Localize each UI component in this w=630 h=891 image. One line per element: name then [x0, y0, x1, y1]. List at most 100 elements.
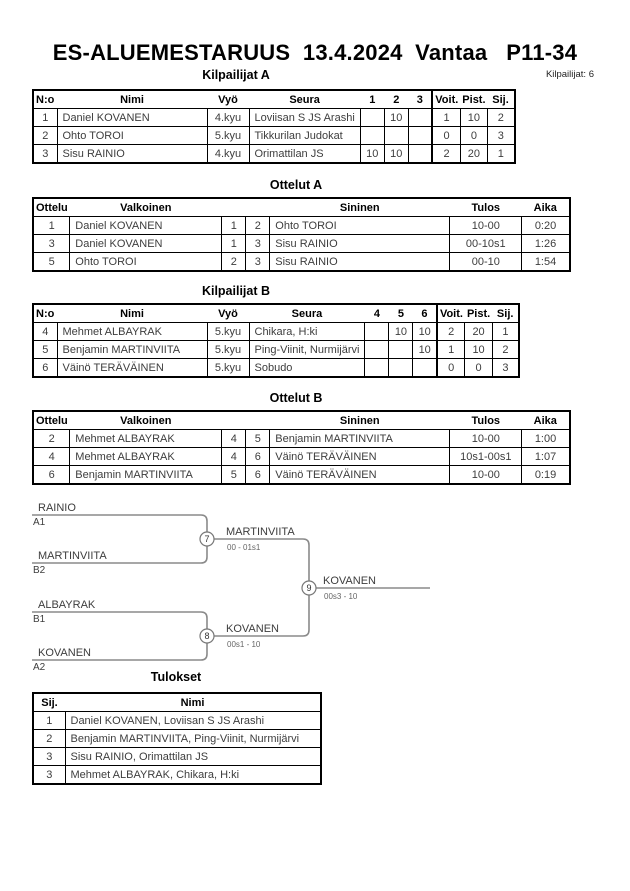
- column-header: [221, 198, 246, 217]
- match-8-winner-name: KOVANEN: [226, 623, 279, 635]
- cell: 2: [435, 322, 466, 341]
- cell: [388, 340, 414, 359]
- bracket-slot-code: A2: [33, 662, 46, 673]
- section-heading-pool-a: Kilpailijat A: [202, 68, 270, 82]
- cell: [407, 108, 433, 127]
- cell: [359, 126, 385, 145]
- cell: 5.kyu: [206, 126, 250, 145]
- cell: 1: [431, 108, 461, 127]
- cell: 5.kyu: [206, 358, 250, 378]
- section-heading-matches-a: Ottelut A: [269, 178, 323, 192]
- cell: 1: [32, 711, 66, 730]
- cell: Daniel KOVANEN: [69, 216, 223, 235]
- cell: 5: [32, 340, 58, 359]
- header-row: Sij.Nimi: [33, 693, 321, 712]
- section-heading-results: Tulokset: [150, 670, 202, 684]
- bracket-slot-name: MARTINVIITA: [38, 550, 107, 562]
- cell: Mehmet ALBAYRAK: [69, 429, 223, 448]
- cell: Orimattilan JS: [248, 144, 361, 164]
- column-header: 6: [412, 304, 437, 323]
- column-header: N:o: [33, 90, 57, 109]
- column-header: Seura: [249, 90, 361, 109]
- cell: 5: [245, 429, 271, 448]
- cell: 10-00: [449, 216, 523, 235]
- cell: [407, 126, 433, 145]
- cell: Benjamin MARTINVIITA, Ping-Viinit, Nurmi…: [64, 729, 322, 748]
- competitors-count-label: Kilpailijat: 6: [545, 69, 594, 80]
- page-title: ES-ALUEMESTARUUS 13.4.2024 Vantaa P11-34: [52, 40, 578, 65]
- cell: 3: [245, 252, 271, 272]
- column-header: Pist.: [460, 90, 488, 109]
- column-header: 5: [388, 304, 413, 323]
- cell: 0: [435, 358, 466, 378]
- cell: 10-00: [449, 429, 523, 448]
- match-8-circle: [199, 628, 215, 644]
- bracket-line-winner-8: [214, 595, 310, 637]
- match-9-winner-name: KOVANEN: [323, 575, 376, 587]
- cell: 10: [459, 108, 489, 127]
- cell: 3: [487, 126, 516, 145]
- match-9-number: 9: [306, 583, 311, 593]
- column-header: [221, 411, 246, 430]
- column-header: 1: [360, 90, 385, 109]
- column-header: N:o: [33, 304, 57, 323]
- column-header: Sininen: [269, 411, 450, 430]
- column-header: Sij.: [33, 693, 65, 712]
- cell: Ohto TOROI: [56, 126, 208, 145]
- cell: 6: [245, 465, 271, 485]
- cell: 2: [491, 340, 520, 359]
- cell: Sisu RAINIO: [269, 234, 451, 253]
- column-header: Tulos: [449, 198, 522, 217]
- bracket-line-slot-a2: [32, 643, 208, 661]
- cell: Mehmet ALBAYRAK: [69, 447, 223, 466]
- cell: Benjamin MARTINVIITA: [269, 429, 451, 448]
- match-9-score: 00s3 - 10: [324, 592, 358, 601]
- cell: Väinö TERÄVÄINEN: [269, 465, 451, 485]
- cell: [412, 358, 438, 378]
- cell: 1: [487, 144, 516, 164]
- column-header: Valkoinen: [69, 411, 222, 430]
- column-header: Sij.: [487, 90, 515, 109]
- column-header: Tulos: [449, 411, 522, 430]
- cell: Loviisan S JS Arashi: [248, 108, 361, 127]
- cell: 5.kyu: [206, 322, 250, 341]
- bracket-slot-code: B1: [33, 614, 46, 625]
- cell: 10: [412, 340, 438, 359]
- cell: 1: [32, 108, 58, 127]
- cell: Daniel KOVANEN: [56, 108, 208, 127]
- cell: Sisu RAINIO: [56, 144, 208, 164]
- medal-bracket: 7 8 9 RAINIO A1 MARTINVIITA B2 ALBAYRAK …: [32, 502, 430, 673]
- cell: Väinö TERÄVÄINEN: [269, 447, 451, 466]
- column-header: Voit.: [431, 90, 461, 109]
- match-8-score: 00s1 - 10: [227, 640, 261, 649]
- cell: 2: [221, 252, 247, 272]
- cell: 20: [464, 322, 493, 341]
- bracket-slot-name: RAINIO: [38, 502, 76, 514]
- cell: 00-10: [449, 252, 523, 272]
- cell: 3: [245, 234, 271, 253]
- column-header: Sij.: [492, 304, 520, 323]
- column-header: Valkoinen: [69, 198, 222, 217]
- cell: 4.kyu: [206, 144, 250, 164]
- match-9-circle: [301, 580, 317, 596]
- column-header: Sininen: [269, 198, 450, 217]
- cell: 3: [32, 747, 66, 766]
- cell: [364, 340, 390, 359]
- cell: 10: [359, 144, 385, 164]
- match-7-number: 7: [204, 534, 209, 544]
- cell: Mehmet ALBAYRAK, Chikara, H:ki: [64, 765, 322, 785]
- cell: 0: [431, 126, 461, 145]
- cell: 2: [431, 144, 461, 164]
- cell: 0: [464, 358, 493, 378]
